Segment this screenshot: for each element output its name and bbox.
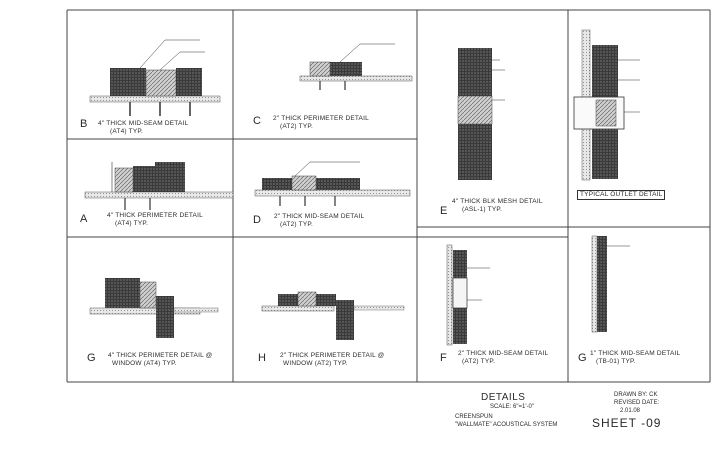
detail-g1-title: 1" THICK MID-SEAM DETAIL xyxy=(590,350,681,357)
detail-g4-letter: G xyxy=(87,352,96,364)
grid-frame xyxy=(66,9,711,383)
detail-g1-drawing xyxy=(591,235,630,333)
detail-e-letter: E xyxy=(440,205,448,217)
detail-c-drawing xyxy=(299,43,413,90)
detail-b-drawing xyxy=(89,39,221,116)
title-block-revised-label: REVISED DATE: xyxy=(614,400,660,406)
detail-e-drawing xyxy=(457,48,505,180)
detail-e-title: 4" THICK BLK MESH DETAIL xyxy=(452,198,543,205)
detail-d-drawing xyxy=(254,161,411,206)
detail-f-subtitle: (AT2) TYP. xyxy=(462,358,496,365)
detail-b-subtitle: (AT4) TYP. xyxy=(110,128,144,135)
outlet-detail-label: TYPICAL OUTLET DETAIL xyxy=(577,190,666,200)
title-block-drawn-by: DRAWN BY: CK xyxy=(614,392,658,398)
detail-g1-letter: G xyxy=(578,352,587,364)
detail-a-subtitle: (AT4) TYP. xyxy=(115,220,149,227)
detail-h-subtitle: WINDOW (AT2) TYP. xyxy=(283,360,348,367)
sheet-number: SHEET -09 xyxy=(592,416,662,430)
detail-a-drawing xyxy=(84,162,234,210)
detail-f-title: 2" THICK MID-SEAM DETAIL xyxy=(458,350,549,357)
title-block-scale: SCALE: 6"=1'-0" xyxy=(490,404,534,410)
detail-c-subtitle: (AT2) TYP. xyxy=(280,123,314,130)
detail-b-title: 4" THICK MID-SEAM DETAIL xyxy=(98,120,189,127)
detail-h-drawing xyxy=(261,291,405,340)
detail-a-title: 4" THICK PERIMETER DETAIL xyxy=(107,212,203,219)
title-block-revised-date: 2.01.08 xyxy=(620,408,641,414)
detail-c-title: 2" THICK PERIMETER DETAIL xyxy=(273,115,369,122)
detail-h-title: 2" THICK PERIMETER DETAIL @ xyxy=(280,352,385,359)
detail-b-letter: B xyxy=(80,118,88,130)
detail-d-letter: D xyxy=(253,214,261,226)
detail-e-subtitle: (ASL-1) TYP. xyxy=(462,206,503,213)
detail-c-letter: C xyxy=(253,115,261,127)
detail-g4-title: 4" THICK PERIMETER DETAIL @ xyxy=(108,352,213,359)
detail-f-drawing xyxy=(446,244,490,346)
detail-a-letter: A xyxy=(80,213,88,225)
title-block-system: "WALLMATE" ACOUSTICAL SYSTEM xyxy=(455,422,558,428)
detail-d-subtitle: (AT2) TYP. xyxy=(280,221,314,228)
detail-f-letter: F xyxy=(440,352,447,364)
detail-d-title: 2" THICK MID-SEAM DETAIL xyxy=(274,213,365,220)
title-block-company: CREENSPUN xyxy=(455,414,493,420)
outlet-detail-drawing xyxy=(573,29,640,181)
title-block-heading: DETAILS xyxy=(481,392,526,403)
detail-h-letter: H xyxy=(258,352,266,364)
detail-g1-subtitle: (TB-01) TYP. xyxy=(596,358,636,365)
detail-g4-drawing xyxy=(89,278,219,338)
detail-g4-subtitle: WINDOW (AT4) TYP. xyxy=(112,360,177,367)
